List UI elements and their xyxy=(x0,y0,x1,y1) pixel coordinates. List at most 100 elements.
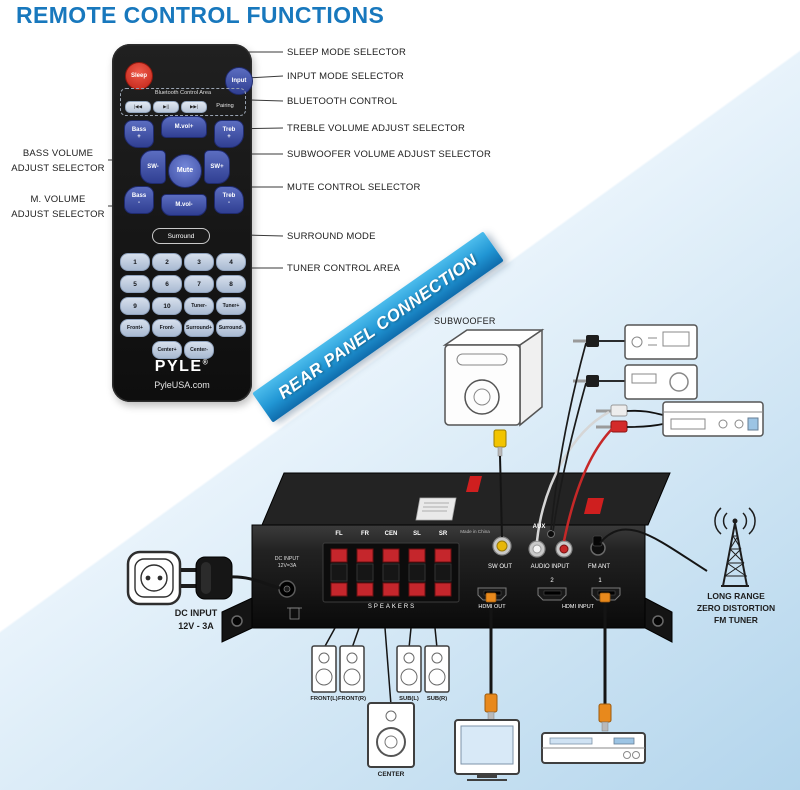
made-in-label: Made in China xyxy=(460,529,490,534)
callout-mute: MUTE CONTROL SELECTOR xyxy=(287,182,421,193)
play-pause-button: ▶|| xyxy=(153,101,179,113)
hdmi-out-label: HDMI OUT xyxy=(478,604,506,610)
wall-outlet-icon xyxy=(126,550,182,606)
callout-master-volume: M. VOLUME ADJUST SELECTOR xyxy=(11,194,105,220)
key-7: 7 xyxy=(184,275,214,293)
media-devices xyxy=(573,324,764,437)
hdmi-port-2-label: 2 xyxy=(550,578,554,584)
key-center-down: Center- xyxy=(184,341,214,359)
aux-jack xyxy=(547,530,555,538)
aux-plug-2 xyxy=(586,375,599,387)
amplifier-unit xyxy=(221,472,673,643)
mute-button: Mute xyxy=(168,154,202,188)
pyle-logo-sticker xyxy=(466,476,482,492)
bluetooth-area-label: Bluetooth Control Area xyxy=(154,90,212,96)
key-4: 4 xyxy=(216,253,246,271)
callout-sleep: SLEEP MODE SELECTOR xyxy=(287,47,407,58)
hdmi-port-1-label: 1 xyxy=(598,578,602,584)
treble-plus-button: Treb + xyxy=(214,120,244,148)
fm-antenna-icon xyxy=(714,507,756,587)
bass-plus-button: Bass + xyxy=(124,120,154,148)
key-6: 6 xyxy=(152,275,182,293)
dvd-player-icon xyxy=(541,732,646,764)
bluetooth-control-area: Bluetooth Control Area |◀◀ ▶|| ▶▶| Pairi… xyxy=(120,88,246,116)
brand-logo: PYLE® xyxy=(112,358,252,376)
hdmi-connector-tv xyxy=(484,693,498,713)
set-top-box xyxy=(624,324,698,360)
panel-dc-label: DC INPUT 12V=3A xyxy=(274,556,300,569)
channel-label-sr: SR xyxy=(438,531,448,537)
input-button: Input xyxy=(225,67,253,95)
master-volume-down-button: M.vol- xyxy=(161,194,207,216)
callout-bluetooth: BLUETOOTH CONTROL xyxy=(287,96,398,107)
prev-track-button: |◀◀ xyxy=(125,101,151,113)
treble-minus-button: Treb - xyxy=(214,186,244,214)
key-9: 9 xyxy=(120,297,150,315)
channel-label-fr: FR xyxy=(361,531,369,537)
brand-text: PYLE xyxy=(154,358,203,375)
dc-input-label: DC INPUT 12V - 3A xyxy=(174,608,218,631)
media-player-box xyxy=(624,364,698,400)
pyle-logo-sticker-2 xyxy=(584,498,604,514)
power-outlet-and-plug xyxy=(126,550,233,606)
aux-label: AUX xyxy=(532,524,546,530)
subwoofer-illustration xyxy=(442,328,545,427)
aux-plug-1 xyxy=(586,335,599,347)
surround-button: Surround xyxy=(152,228,210,244)
bass-minus-button: Bass - xyxy=(124,186,154,214)
subwoofer-label: SUBWOOFER xyxy=(434,316,496,326)
fm-ant-label: FM ANT xyxy=(588,564,610,570)
output-speakers xyxy=(311,645,450,768)
rca-plug-yellow xyxy=(493,429,507,448)
sleep-button: Sleep xyxy=(125,62,153,90)
speaker-center xyxy=(367,702,415,768)
subwoofer-volume-up-button: SW+ xyxy=(204,150,230,184)
front-l-label: FRONT(L) xyxy=(310,696,338,702)
key-front-down: Front- xyxy=(152,319,182,337)
registered-mark: ® xyxy=(202,359,210,367)
key-3: 3 xyxy=(184,253,214,271)
tv-icon xyxy=(454,719,520,781)
callout-treble: TREBLE VOLUME ADJUST SELECTOR xyxy=(287,123,466,134)
channel-label-fl: FL xyxy=(335,531,343,537)
center-label: CENTER xyxy=(377,771,405,778)
key-center-up: Center+ xyxy=(152,341,182,359)
sub-l-label: SUB(L) xyxy=(399,696,419,702)
brand-website: PyleUSA.com xyxy=(154,380,210,390)
callout-input: INPUT MODE SELECTOR xyxy=(287,71,404,82)
front-r-label: FRONT(R) xyxy=(337,696,366,702)
callout-bass-volume: BASS VOLUME ADJUST SELECTOR xyxy=(11,148,105,174)
page-title: REMOTE CONTROL FUNCTIONS xyxy=(16,2,385,28)
hdmi-connector-dvd xyxy=(598,703,612,723)
sub-r-label: SUB(R) xyxy=(426,696,448,702)
key-1: 1 xyxy=(120,253,150,271)
cables xyxy=(229,342,708,732)
sw-out-label: SW OUT xyxy=(488,564,512,570)
rca-plug-red xyxy=(610,420,628,433)
warning-sticker xyxy=(415,497,457,521)
pairing-button: Pairing xyxy=(216,103,234,109)
remote-control: Sleep Input Bluetooth Control Area |◀◀ ▶… xyxy=(112,44,253,402)
callout-tuner: TUNER CONTROL AREA xyxy=(287,263,401,274)
key-tuner-down: Tuner- xyxy=(184,297,214,315)
callout-surround: SURROUND MODE xyxy=(287,231,376,242)
channel-label-sl: SL xyxy=(413,531,421,537)
callout-subwoofer-volume: SUBWOOFER VOLUME ADJUST SELECTOR xyxy=(287,149,492,160)
key-5: 5 xyxy=(120,275,150,293)
next-track-button: ▶▶| xyxy=(181,101,207,113)
key-2: 2 xyxy=(152,253,182,271)
audio-input-label: AUDIO INPUT xyxy=(530,564,570,570)
fm-tuner-label: LONG RANGE ZERO DISTORTION FM TUNER xyxy=(696,591,776,625)
subwoofer-volume-down-button: SW- xyxy=(140,150,166,184)
hdmi-input-label: HDMI INPUT xyxy=(561,604,595,610)
key-10: 10 xyxy=(152,297,182,315)
channel-label-cen: CEN xyxy=(384,531,398,537)
key-8: 8 xyxy=(216,275,246,293)
key-front-up: Front+ xyxy=(120,319,150,337)
key-surround-up: Surround+ xyxy=(184,319,214,337)
key-surround-down: Surround- xyxy=(216,319,246,337)
rca-plug-white xyxy=(610,404,628,417)
key-tuner-up: Tuner+ xyxy=(216,297,246,315)
